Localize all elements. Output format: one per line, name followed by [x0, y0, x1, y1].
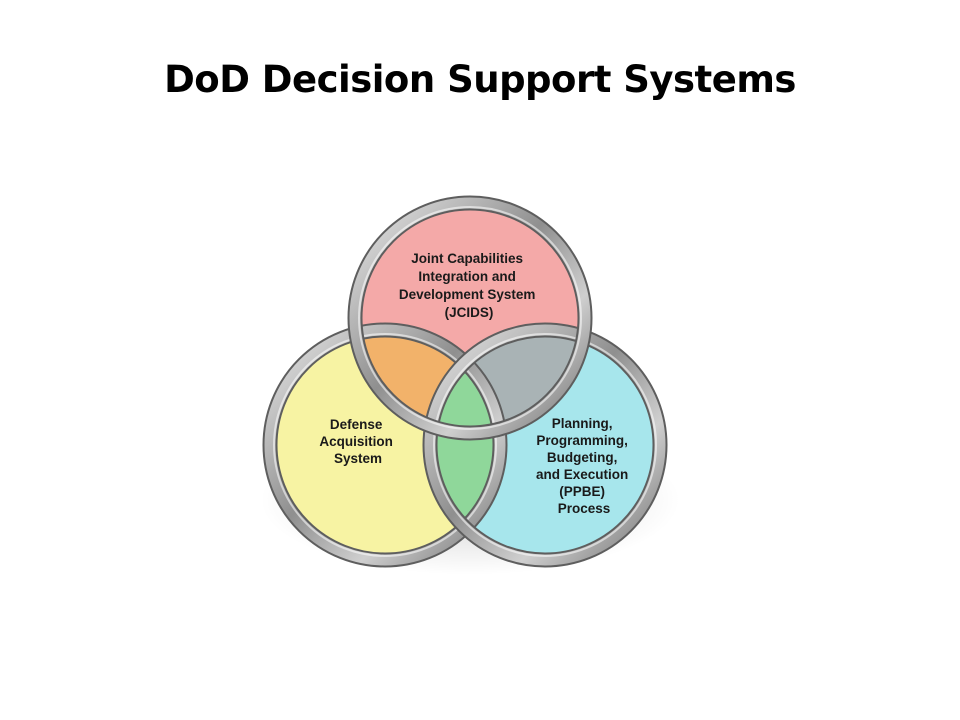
- ring-ppbe: [422, 322, 668, 568]
- page-title: DoD Decision Support Systems: [164, 58, 796, 101]
- ring-jcids: [347, 195, 593, 441]
- das-label: Defense Acquisition System: [319, 417, 396, 466]
- ring-das: [262, 322, 508, 568]
- ppbe-label: Planning, Programming, Budgeting, and Ex…: [536, 416, 632, 516]
- jcids-label: Joint Capabilities Integration and Devel…: [399, 251, 539, 320]
